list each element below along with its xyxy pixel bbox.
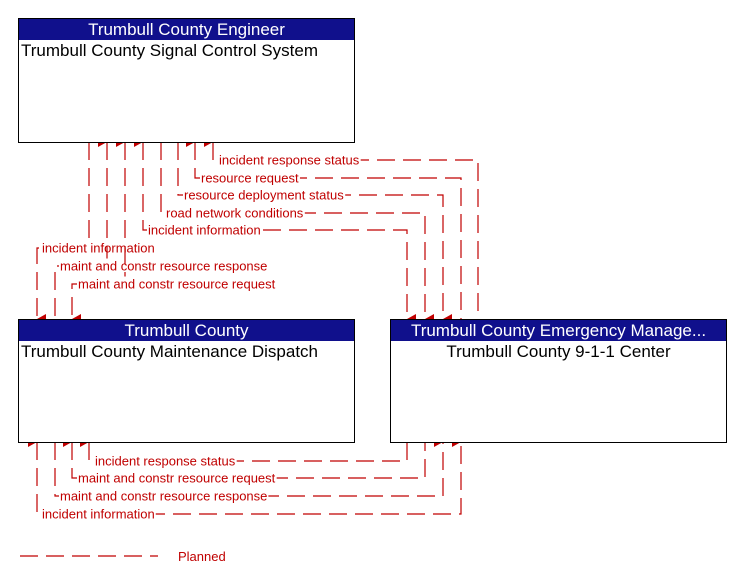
flow-line xyxy=(27,437,462,515)
911-center-box[interactable]: Trumbull County Emergency Manage... Trum… xyxy=(390,319,727,443)
box-header: Trumbull County Emergency Manage... xyxy=(391,320,726,341)
legend-planned-label: Planned xyxy=(178,549,226,564)
box-header: Trumbull County Engineer xyxy=(19,19,354,40)
flow-label-background xyxy=(77,470,277,486)
flow-label: road network conditions xyxy=(166,206,304,221)
flow-label: incident information xyxy=(148,223,261,238)
flow-line xyxy=(80,437,408,462)
flow-label-background xyxy=(77,276,277,292)
flow-line xyxy=(134,137,416,324)
flow-label-background xyxy=(147,222,262,238)
flow-label: maint and constr resource response xyxy=(60,489,267,504)
flow-label: incident information xyxy=(42,241,155,256)
flow-label: incident response status xyxy=(219,153,360,168)
flow-label: maint and constr resource response xyxy=(60,259,267,274)
box-name: Trumbull County 9-1-1 Center xyxy=(446,342,671,361)
flow-label: maint and constr resource request xyxy=(78,471,276,486)
box-name: Trumbull County Signal Control System xyxy=(21,41,318,60)
flow-label: incident information xyxy=(42,507,155,522)
box-name: Trumbull County Maintenance Dispatch xyxy=(21,342,319,361)
flow-label: resource deployment status xyxy=(184,188,344,203)
flow-label-background xyxy=(59,488,269,504)
flow-label: maint and constr resource request xyxy=(78,277,276,292)
flow-label: incident response status xyxy=(95,454,236,469)
signal-control-system-box[interactable]: Trumbull County Engineer Trumbull County… xyxy=(18,18,355,143)
flow-line xyxy=(36,142,90,324)
flow-line xyxy=(71,137,126,324)
flow-line xyxy=(54,137,108,319)
flow-label: resource request xyxy=(201,171,299,186)
flow-label-background xyxy=(41,506,156,522)
box-header: Trumbull County xyxy=(19,320,354,341)
maintenance-dispatch-box[interactable]: Trumbull County Trumbull County Maintena… xyxy=(18,319,355,443)
flow-label-background xyxy=(94,453,237,469)
